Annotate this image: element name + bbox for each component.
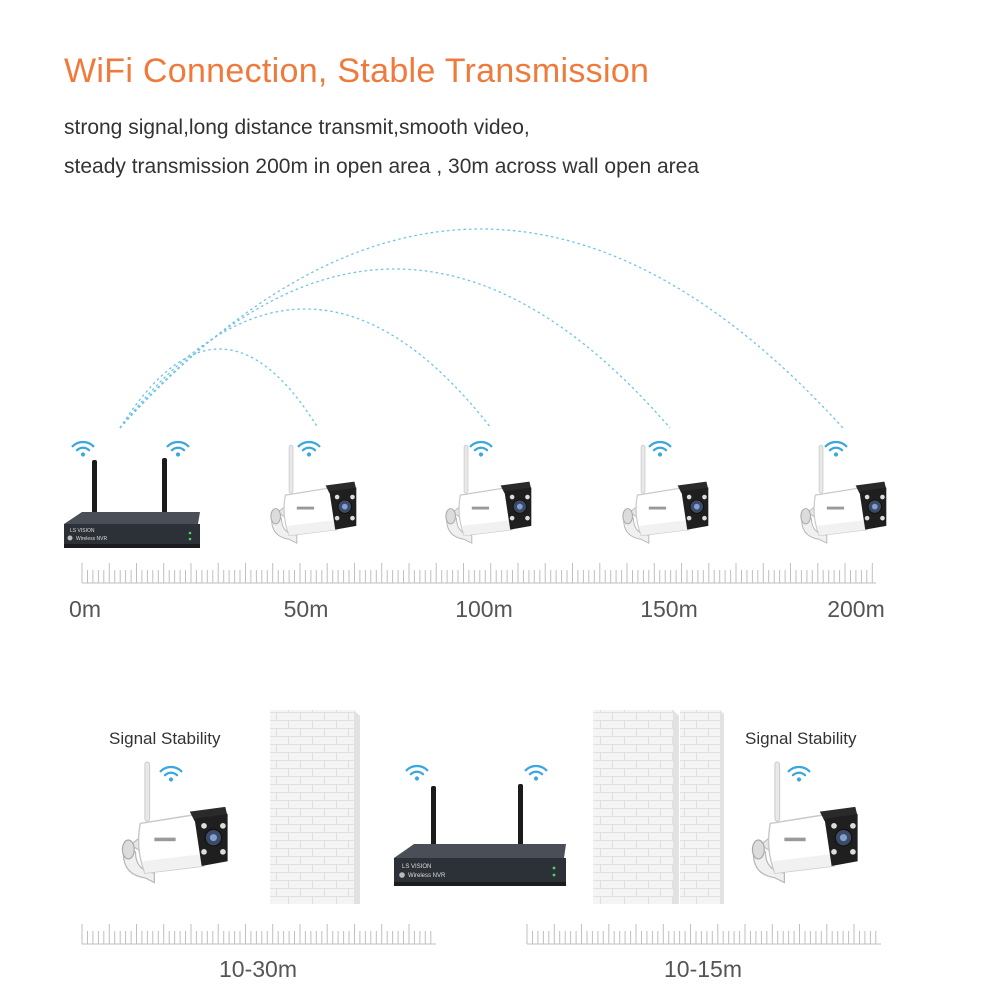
brick-wall-right <box>593 710 724 904</box>
nvr-device-top: LS VISION Wireless NVR <box>64 440 200 548</box>
signal-arcs <box>119 228 844 429</box>
distance-ruler <box>81 563 876 584</box>
camera-50m <box>270 440 357 544</box>
arc-50m <box>119 348 319 429</box>
wifi-icon <box>787 765 811 783</box>
wifi-icon <box>648 440 672 458</box>
nvr-brand: LS VISION <box>402 864 431 870</box>
wifi-icon <box>159 765 183 783</box>
page-title: WiFi Connection, Stable Transmission <box>64 52 650 90</box>
antenna-right <box>162 458 167 520</box>
distance-label-0m: 0m <box>69 596 101 622</box>
distance-label-100m: 100m <box>455 596 513 622</box>
wifi-icon <box>524 764 548 782</box>
subtitle-line-2: steady transmission 200m in open area , … <box>64 155 700 178</box>
range-label-right: 10-15m <box>664 956 742 982</box>
camera-100m <box>445 440 532 544</box>
nvr-label: Wireless NVR <box>76 536 108 542</box>
nvr-label: Wireless NVR <box>408 873 446 879</box>
signal-stability-label-right: Signal Stability <box>745 729 857 748</box>
range-ruler-right <box>526 924 881 945</box>
signal-stability-label-left: Signal Stability <box>109 729 221 748</box>
range-ruler-left <box>81 924 436 945</box>
nvr-brand: LS VISION <box>70 528 95 534</box>
wifi-icon <box>469 440 493 458</box>
wifi-icon <box>824 440 848 458</box>
subtitle-line-1: strong signal,long distance transmit,smo… <box>64 116 530 139</box>
camera-wall-left <box>121 761 229 884</box>
wifi-icon <box>297 440 321 458</box>
antenna-left <box>92 460 97 520</box>
arc-200m <box>119 228 844 429</box>
wifi-icon <box>166 440 190 458</box>
wifi-icon <box>405 764 429 782</box>
range-label-left: 10-30m <box>219 956 297 982</box>
camera-wall-right <box>751 761 859 884</box>
wifi-icon <box>71 440 95 458</box>
arc-100m <box>119 308 492 429</box>
distance-label-150m: 150m <box>640 596 698 622</box>
camera-200m <box>800 440 887 544</box>
camera-150m <box>622 440 709 544</box>
distance-label-200m: 200m <box>827 596 885 622</box>
brick-wall-left <box>270 710 360 904</box>
distance-label-50m: 50m <box>283 596 329 622</box>
arc-150m <box>119 268 671 429</box>
nvr-device-bottom: LS VISION Wireless NVR <box>394 764 566 886</box>
